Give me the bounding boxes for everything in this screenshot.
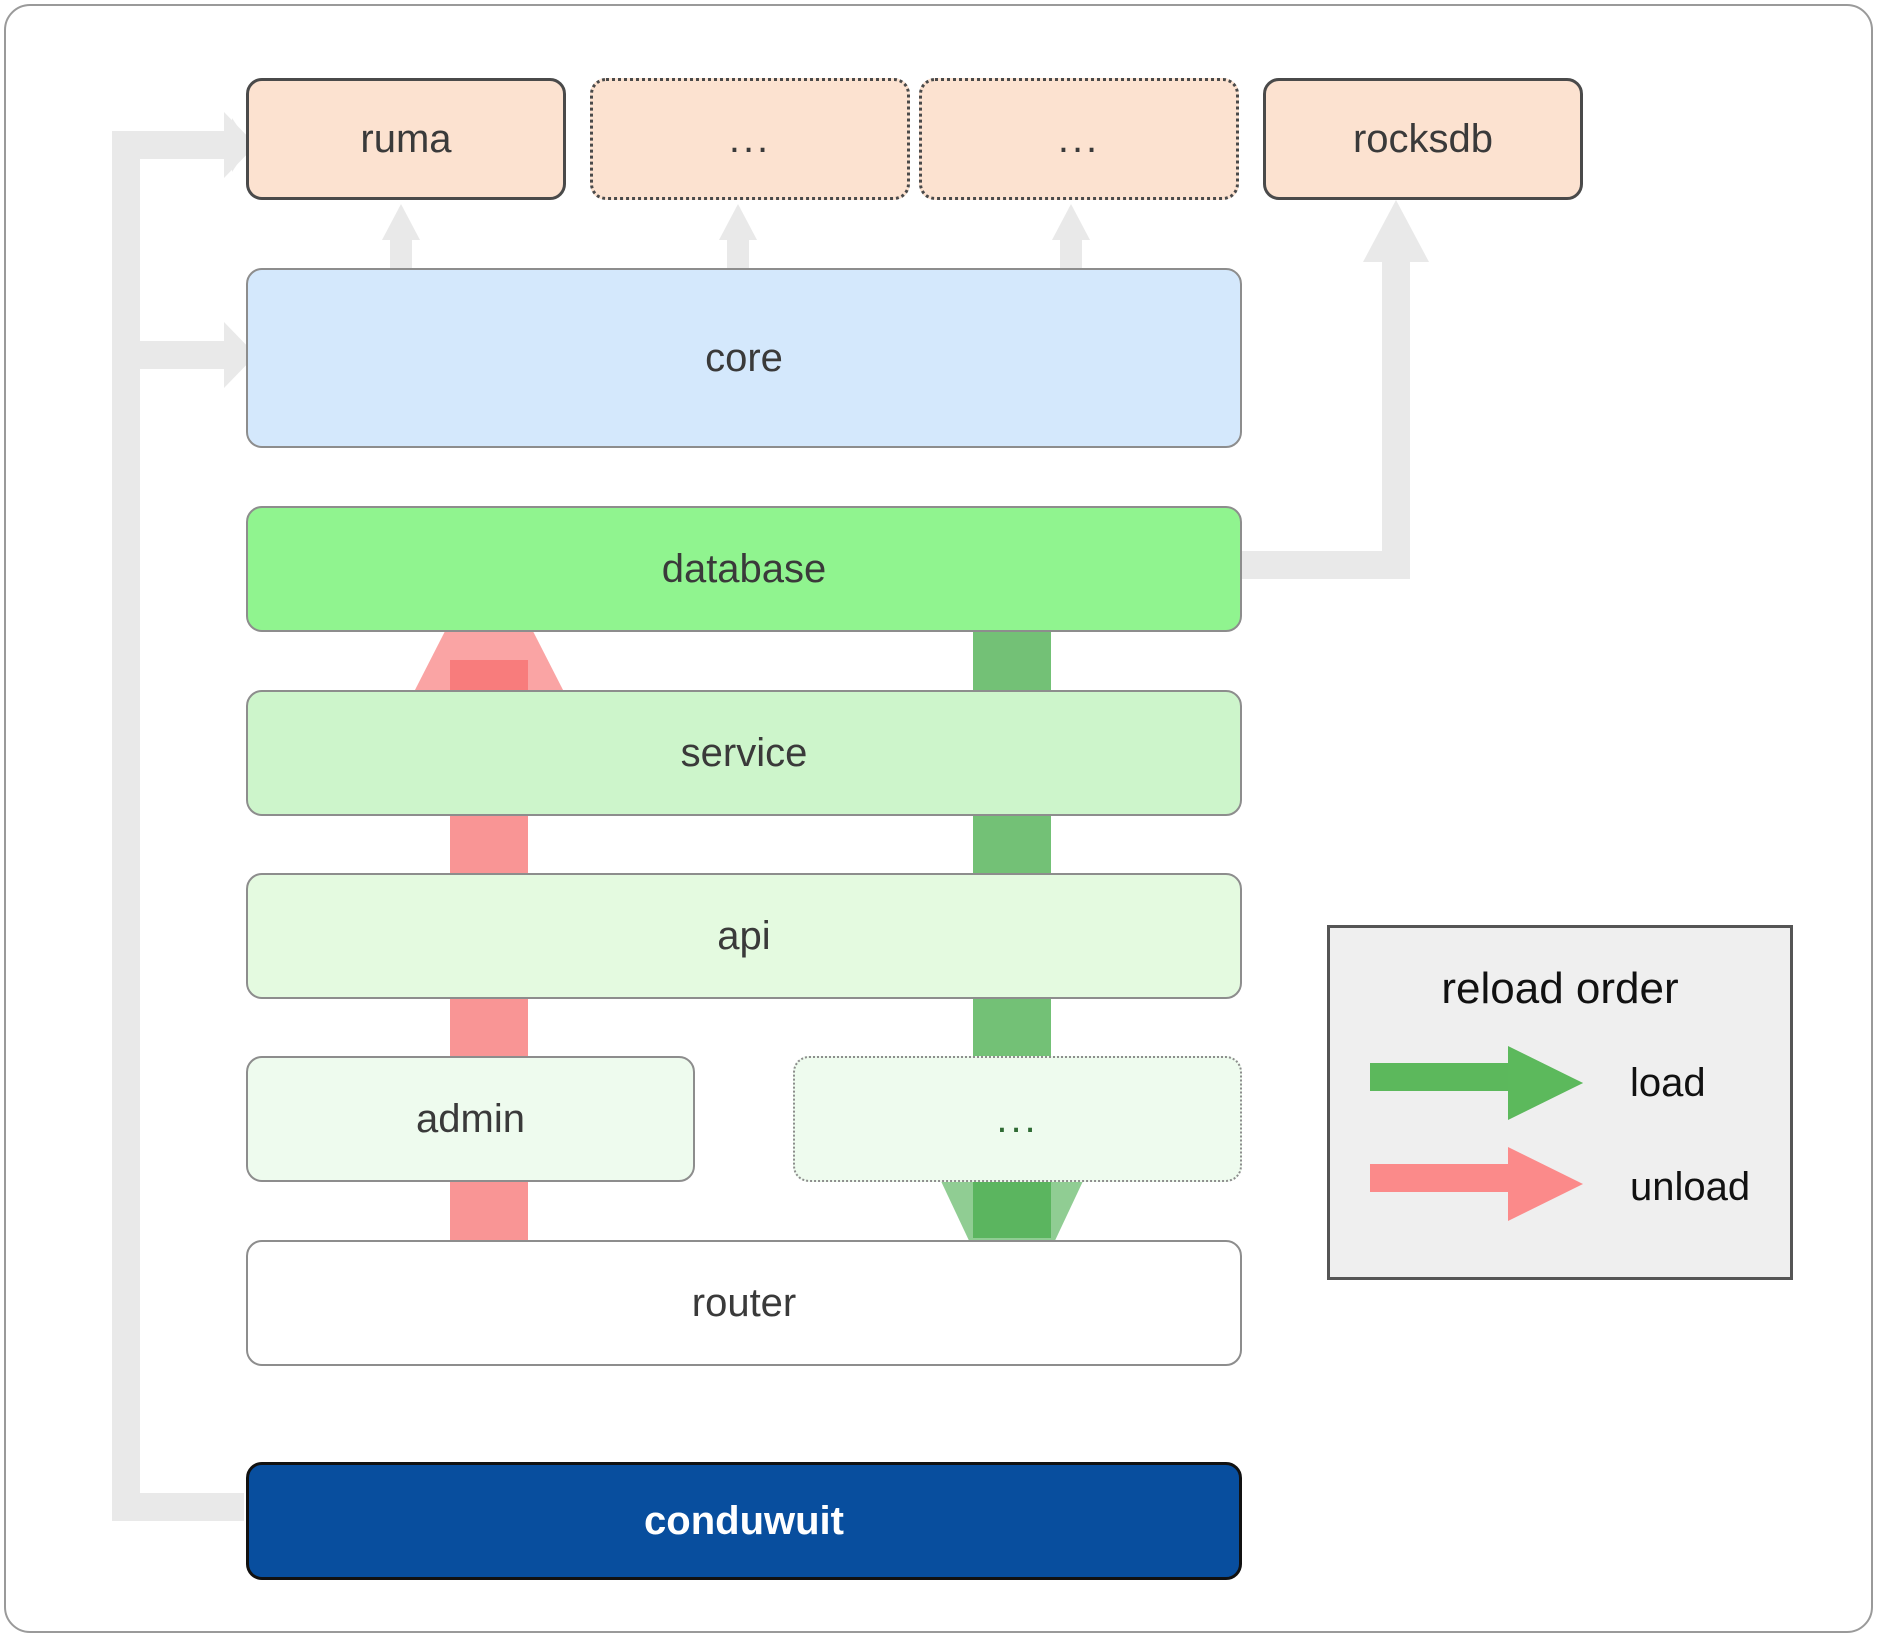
dependency-label: ... xyxy=(728,117,772,161)
layer-label: admin xyxy=(416,1096,525,1141)
dependency-box-ellipsis-2[interactable]: ... xyxy=(919,78,1239,200)
layer-label: database xyxy=(661,546,827,591)
dependency-label: ruma xyxy=(360,116,452,161)
legend-label-load: load xyxy=(1630,1061,1706,1105)
legend-title: reload order xyxy=(1441,964,1679,1013)
layer-box-service[interactable]: service xyxy=(246,690,1242,816)
dependency-box-ellipsis-1[interactable]: ... xyxy=(590,78,910,200)
dependency-box-rocksdb[interactable]: rocksdb xyxy=(1263,78,1583,200)
legend-unload-arrow xyxy=(1370,1147,1583,1221)
dependency-label: ... xyxy=(1057,117,1101,161)
legend-arrows xyxy=(1370,1046,1583,1221)
layer-box-database[interactable]: database xyxy=(246,506,1242,632)
legend-label-unload: unload xyxy=(1630,1165,1751,1209)
binary-box-conduwuit[interactable]: conduwuit xyxy=(246,1462,1242,1580)
dependency-label: rocksdb xyxy=(1352,116,1494,161)
layer-box-api[interactable]: api xyxy=(246,873,1242,999)
layer-box-ellipsis[interactable]: ... xyxy=(793,1056,1242,1182)
layer-label: router xyxy=(691,1280,797,1325)
layer-label: service xyxy=(680,730,808,775)
legend-panel: reload order load unload xyxy=(1327,925,1793,1280)
legend-load-arrow xyxy=(1370,1046,1583,1120)
layer-box-core[interactable]: core xyxy=(246,268,1242,448)
layer-label: api xyxy=(717,913,771,958)
layer-box-admin[interactable]: admin xyxy=(246,1056,695,1182)
layer-box-router[interactable]: router xyxy=(246,1240,1242,1366)
diagram-frame xyxy=(4,4,1873,1633)
layer-label: ... xyxy=(996,1097,1039,1141)
binary-label: conduwuit xyxy=(644,1498,844,1543)
layer-label: core xyxy=(705,335,783,380)
dependency-box-ruma[interactable]: ruma xyxy=(246,78,566,200)
